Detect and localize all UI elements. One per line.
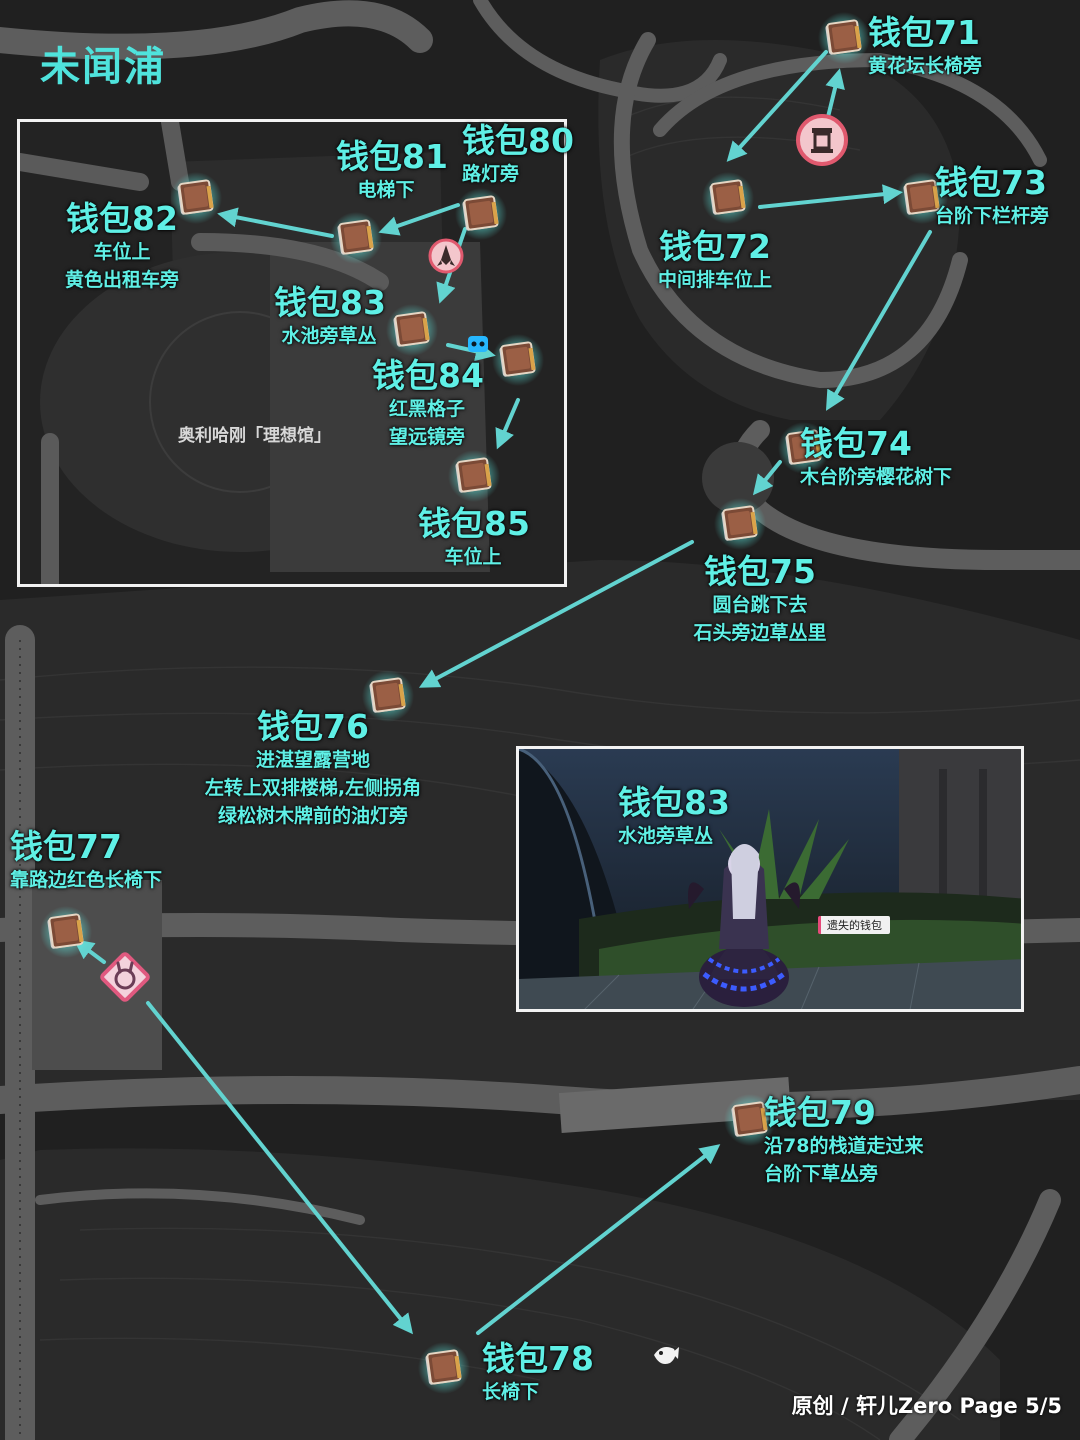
wallet-desc: 车位上 [444, 546, 502, 568]
wallet-label-74: 钱包74 木台阶旁樱花树下 [800, 425, 952, 491]
venue-label: 奥利哈刚「理想馆」 [178, 426, 331, 446]
wallet-desc: 沿78的栈道走过来 [764, 1135, 924, 1157]
wallet-label-75: 钱包75 圆台跳下去石头旁边草丛里 [680, 553, 840, 647]
player-character [688, 844, 800, 1007]
wallet-icon[interactable] [896, 172, 948, 224]
wallet-label-83: 钱包83 水池旁草丛 [274, 283, 386, 350]
wallet-icon[interactable] [386, 304, 438, 356]
wallet-name: 钱包77 [10, 827, 122, 866]
wallet-label-72: 钱包72 中间排车位上 [645, 228, 785, 294]
shrine-icon[interactable] [795, 113, 849, 167]
wallet-label-84: 钱包84 红黑格子望远镜旁 [372, 356, 484, 451]
wallet-name: 钱包83 [274, 283, 386, 322]
wallet-icon[interactable] [492, 334, 544, 386]
wallet-desc: 望远镜旁 [388, 426, 465, 448]
wallet-desc: 台阶下栏杆旁 [935, 205, 1050, 227]
fish-icon[interactable] [648, 1337, 682, 1371]
wallet-name: 钱包81 [336, 137, 448, 176]
rocket-icon[interactable] [428, 238, 464, 274]
wallet-name: 钱包71 [868, 13, 980, 52]
wallet-name: 钱包72 [659, 227, 771, 266]
wallet-desc: 靠路边红色长椅下 [10, 869, 163, 891]
wallet-desc: 路灯旁 [462, 163, 520, 185]
wallet-label-81: 钱包81 电梯下 [336, 137, 448, 204]
wallet-label-73: 钱包73 台阶下栏杆旁 [935, 164, 1049, 230]
wallet-icon[interactable] [330, 212, 382, 264]
wallet-name: 钱包75 [704, 552, 816, 591]
wallet-desc: 车位上 [93, 241, 151, 263]
wallet-label-76: 钱包76 进湛望露营地左转上双排楼梯,左侧拐角绿松树木牌前的油灯旁 [188, 708, 438, 830]
wallet-name: 钱包82 [66, 199, 178, 238]
wallet-icon[interactable] [170, 172, 222, 224]
wallet-icon[interactable] [448, 450, 500, 502]
wallet-desc: 石头旁边草丛里 [693, 622, 827, 644]
wallet-name: 钱包84 [372, 356, 484, 395]
location-screenshot [516, 746, 1024, 1012]
wallet-desc: 圆台跳下去 [712, 594, 808, 616]
wallet-icon[interactable] [455, 188, 507, 240]
wallet-icon[interactable] [714, 498, 766, 550]
wallet-icon[interactable] [418, 1342, 470, 1394]
wallet-name: 钱包73 [935, 163, 1047, 202]
wallet-label-82: 钱包82 车位上黄色出租车旁 [52, 200, 192, 294]
wallet-name: 钱包85 [418, 504, 530, 543]
map-title: 未闻浦 [40, 44, 166, 90]
screenshot-wallet-desc: 水池旁草丛 [618, 825, 714, 847]
wallet-icon[interactable] [702, 172, 754, 224]
screenshot-label: 钱包83 水池旁草丛 [618, 784, 730, 850]
wallet-label-77: 钱包77 靠路边红色长椅下 [10, 828, 162, 894]
wallet-label-79: 钱包79 沿78的栈道走过来台阶下草丛旁 [764, 1094, 923, 1188]
wallet-name: 钱包74 [800, 424, 912, 463]
wallet-desc: 黄花坛长椅旁 [868, 55, 983, 77]
wallet-icon[interactable] [724, 1094, 776, 1146]
wallet-label-78: 钱包78 长椅下 [482, 1340, 594, 1406]
teleport-icon[interactable] [466, 334, 490, 356]
wallet-label-80: 钱包80 路灯旁 [462, 122, 574, 188]
wallet-desc: 电梯下 [357, 179, 415, 201]
wallet-icon[interactable] [818, 12, 870, 64]
lost-wallet-tag: 遗失的钱包 [818, 916, 890, 934]
wallet-desc: 台阶下草丛旁 [764, 1163, 879, 1185]
wallet-desc: 绿松树木牌前的油灯旁 [217, 805, 408, 827]
wallet-desc: 水池旁草丛 [281, 325, 377, 347]
wallet-desc: 进湛望露营地 [255, 749, 370, 771]
wallet-name: 钱包76 [257, 707, 369, 746]
wallet-desc: 左转上双排楼梯,左侧拐角 [204, 777, 422, 799]
rabbit-icon[interactable] [98, 950, 152, 1004]
wallet-icon[interactable] [40, 906, 92, 958]
wallet-label-71: 钱包71 黄花坛长椅旁 [868, 14, 982, 80]
wallet-desc: 红黑格子 [388, 398, 465, 420]
wallet-name: 钱包79 [764, 1093, 876, 1132]
page-footer: 原创 / 轩儿Zero Page 5/5 [791, 1394, 1062, 1418]
screenshot-scene [519, 749, 1021, 1009]
wallet-desc: 中间排车位上 [657, 269, 772, 291]
wallet-name: 钱包78 [482, 1339, 594, 1378]
wallet-desc: 长椅下 [482, 1381, 540, 1403]
wallet-desc: 木台阶旁樱花树下 [800, 466, 953, 488]
wallet-icon[interactable] [778, 422, 830, 474]
wallet-desc: 黄色出租车旁 [64, 269, 179, 291]
wallet-icon[interactable] [362, 670, 414, 722]
wallet-label-85: 钱包85 车位上 [418, 504, 530, 571]
wallet-name: 钱包80 [462, 121, 574, 160]
screenshot-wallet-name: 钱包83 [618, 783, 730, 822]
